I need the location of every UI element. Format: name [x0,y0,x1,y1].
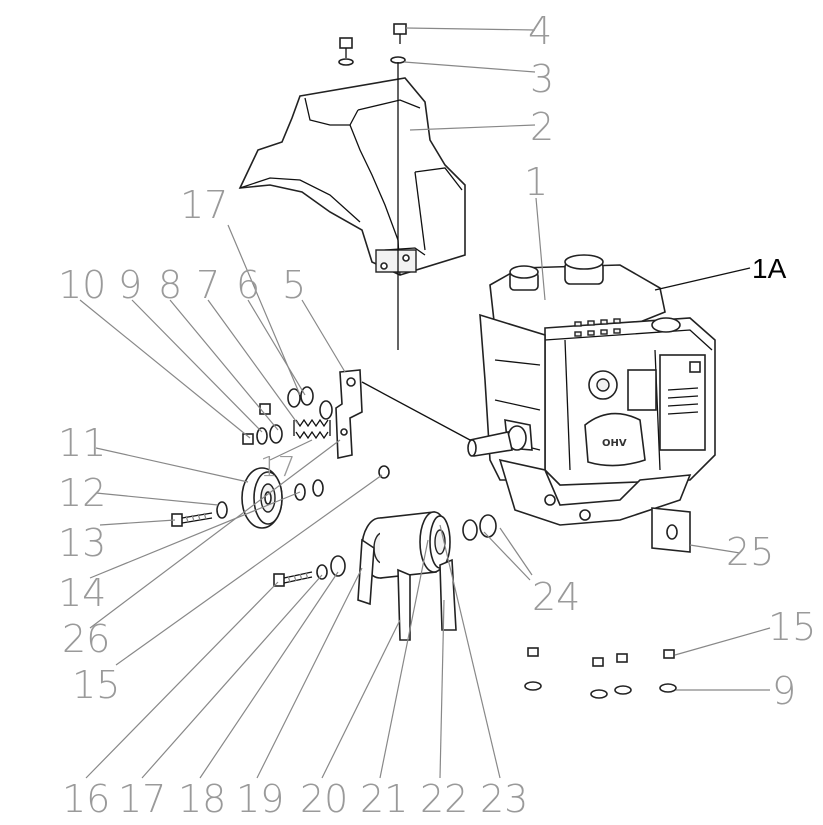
callout-labels: 4 3 2 1 1A 17 10 9 8 7 6 5 17 11 12 13 1… [58,9,816,821]
callout-20: 20 [300,777,348,821]
callout-6: 6 [236,263,260,307]
callout-10: 10 [58,263,106,307]
loose-nuts-washers [524,647,677,699]
top-screws [338,23,407,350]
engine: OHV [467,254,716,526]
callout-3: 3 [530,57,554,101]
callout-17-mid: 17 [260,450,296,483]
callout-26: 26 [62,617,110,661]
callout-7: 7 [196,263,220,307]
leader-lines [79,27,771,779]
callout-22: 22 [420,777,468,821]
callout-11: 11 [58,421,106,465]
callout-15-right: 15 [768,605,816,649]
callout-9-right: 9 [772,669,796,713]
callout-1A: 1A [752,253,787,284]
callout-2: 2 [530,105,554,149]
callout-16: 16 [62,777,110,821]
callout-23: 23 [480,777,528,821]
callout-4: 4 [528,9,552,53]
pulley-bolt [171,501,228,527]
callout-19: 19 [236,777,284,821]
idler-hardware [242,386,390,479]
callout-1: 1 [524,160,548,204]
drive-pulley-bolt [273,555,346,587]
callout-18: 18 [178,777,226,821]
callout-15-left: 15 [72,663,120,707]
idler-spring [293,418,331,440]
callout-14: 14 [58,571,106,615]
callout-12: 12 [58,471,106,515]
drive-pulley [357,511,497,641]
callout-13: 13 [58,521,106,565]
engine-badge: OHV [602,438,627,449]
idler-bracket [335,369,471,459]
callout-25: 25 [726,530,774,574]
callout-9-top: 9 [118,263,142,307]
engine-bracket [651,507,691,553]
callout-17-top: 17 [180,183,228,227]
vent-grille [574,318,621,337]
callout-8: 8 [158,263,182,307]
callout-5: 5 [282,263,306,307]
belt-guard [238,77,466,276]
callout-24: 24 [532,575,580,619]
callout-21: 21 [360,777,408,821]
callout-17-bottom: 17 [118,777,166,821]
